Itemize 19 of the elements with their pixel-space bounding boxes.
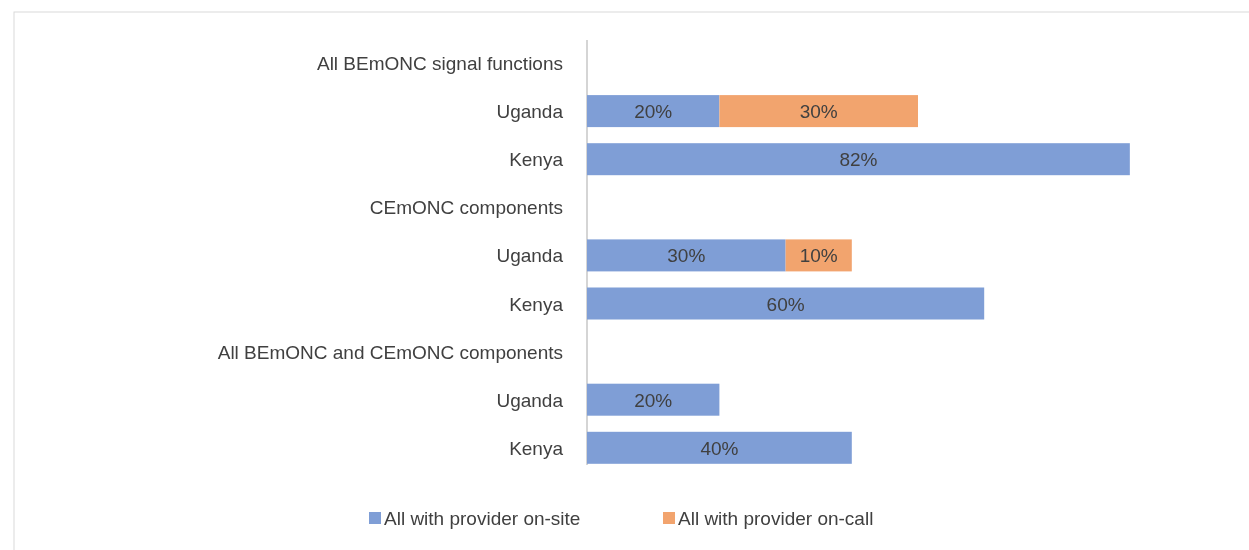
category-label: Kenya: [509, 293, 563, 315]
data-label: 20%: [634, 101, 673, 123]
legend-label: All with provider on-site: [384, 508, 581, 529]
category-label: All BEmONC signal functions: [316, 53, 563, 74]
category-label: Uganda: [496, 245, 563, 267]
data-label: 10%: [799, 245, 838, 267]
category-label: Uganda: [496, 389, 563, 411]
data-label: 20%: [634, 389, 673, 411]
data-label: 82%: [839, 149, 878, 171]
category-label: CEmONC components: [369, 197, 563, 219]
category-label: Uganda: [496, 101, 563, 123]
category-label: All BEmONC and CEmONC components: [217, 341, 563, 363]
category-label: Kenya: [509, 149, 563, 171]
data-label: 60%: [766, 293, 805, 315]
data-label: 30%: [799, 101, 838, 123]
category-label: Kenya: [509, 437, 563, 459]
data-label: 30%: [667, 245, 706, 267]
data-label: 40%: [700, 437, 739, 459]
legend-label: All with provider on-call: [678, 508, 874, 529]
